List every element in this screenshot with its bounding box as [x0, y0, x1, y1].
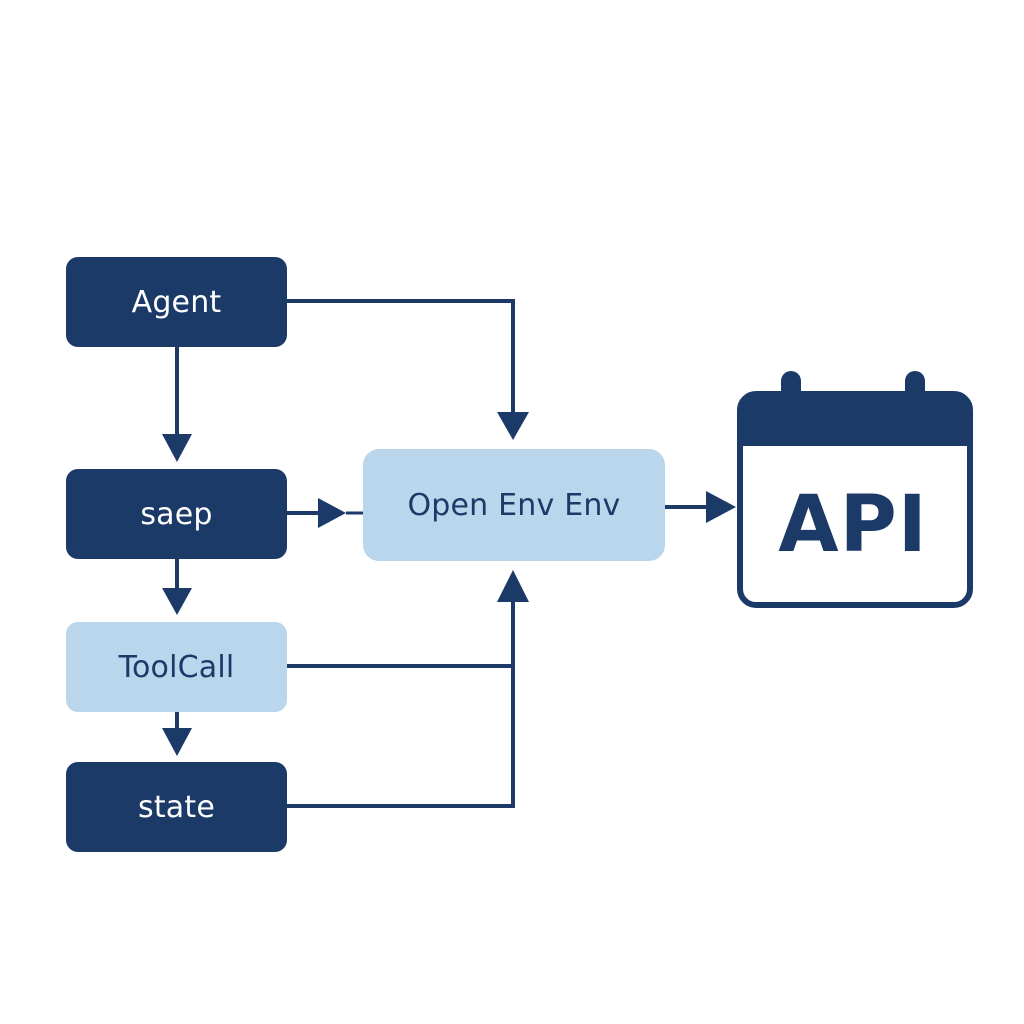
- arrowhead-env-to-api: [706, 491, 736, 523]
- calendar-header: [740, 394, 970, 446]
- api-label: API: [778, 480, 928, 570]
- node-state: state: [66, 762, 287, 852]
- connector-state-to-env: [287, 598, 515, 808]
- arrowhead-agent-to-env: [497, 412, 529, 440]
- node-toolcall: ToolCall: [66, 622, 287, 712]
- arrowhead-bus-to-env: [497, 570, 529, 602]
- node-step: saep: [66, 469, 287, 559]
- calendar-icon: [737, 371, 973, 608]
- arrowhead-step-to-env: [318, 498, 346, 528]
- node-step-label: saep: [140, 496, 213, 532]
- calendar-ring-left: [781, 371, 801, 415]
- node-toolcall-label: ToolCall: [118, 649, 235, 685]
- arrowhead-step-to-toolcall: [162, 588, 192, 615]
- arrowhead-agent-to-step: [162, 434, 192, 462]
- arrowhead-toolcall-to-state: [162, 728, 192, 756]
- node-open-env-label: Open Env Env: [407, 487, 621, 523]
- node-agent: Agent: [66, 257, 287, 347]
- node-agent-label: Agent: [131, 284, 222, 320]
- node-state-label: state: [138, 789, 215, 825]
- calendar-ring-right: [905, 371, 925, 415]
- connector-agent-to-env: [287, 299, 515, 414]
- node-open-env: Open Env Env: [363, 449, 665, 561]
